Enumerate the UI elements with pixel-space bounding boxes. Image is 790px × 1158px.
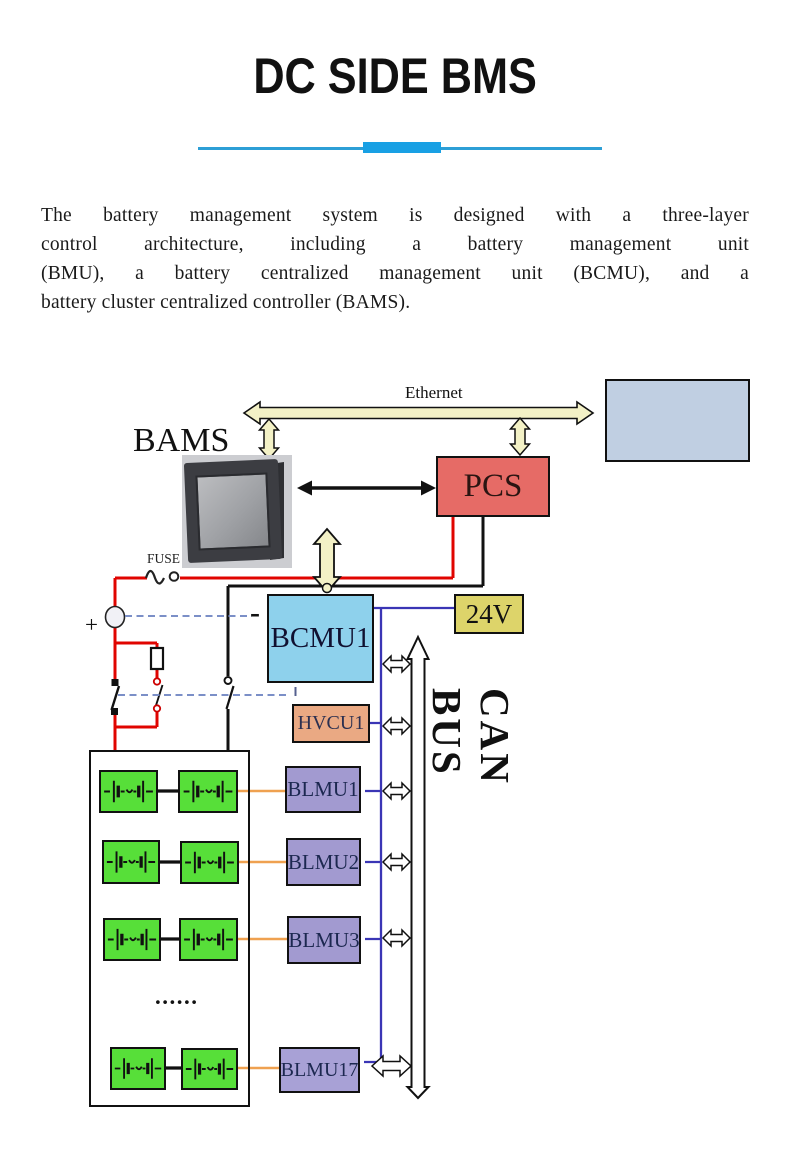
pcs-label: PCS [463,468,523,504]
battery-module [179,918,238,961]
battery-rows-ellipsis: ...... [155,984,199,1009]
resistor-symbol [149,646,165,671]
switch-left-blade [110,685,121,711]
can-link-arrow [381,928,412,948]
battery-cell-symbol [107,928,157,951]
bams-pcs-arrow-head [297,480,312,496]
ethernet-pcs-arrow [508,416,532,457]
switch-left-terminal [111,679,119,686]
hvcu-label: HVCU1 [297,712,365,734]
divider-accent [363,142,441,153]
switch-right-blade [225,685,235,710]
battery-module [178,770,238,813]
battery-module [102,840,160,884]
intro-line: control architecture, including a batter… [41,234,749,255]
bcmu-link-arrow-tip [321,582,333,594]
monitor-screen [195,472,271,551]
bams-pcs-arrow-head [421,480,436,496]
battery-cell-symbol [183,780,233,803]
ethernet-arrow [242,400,595,426]
battery-cell-symbol [106,851,156,873]
battery-cell-symbol [104,780,153,803]
bcmu-label: BCMU1 [270,622,371,654]
can-link-arrow [381,716,412,736]
switch-right-terminal [223,676,233,685]
pcs-box: PCS [436,456,550,517]
power-24v-box: 24V [454,594,524,634]
black-power-wire [226,517,485,750]
battery-cluster-container [89,750,250,1107]
bcmu-link-arrow [312,527,342,594]
minus-sign: - [250,596,260,629]
bams-label: BAMS [133,422,230,459]
battery-module [103,918,161,961]
blmu2-box: BLMU2 [286,838,361,886]
switch-mid-terminal [152,704,162,713]
blmu1-label: BLMU1 [287,777,359,801]
page-title: DC SIDE BMS [253,47,537,104]
hvcu-box: HVCU1 [292,704,370,743]
switch-mid-terminal [152,677,162,686]
power-24v-label: 24V [465,598,513,629]
can-link-arrow [381,781,412,801]
blmu3-box: BLMU3 [287,916,361,964]
can-link-arrow [370,1054,413,1078]
intro-line: The battery management system is designe… [41,205,749,226]
battery-cell-symbol [184,928,233,951]
can-link-arrow [381,654,412,674]
intro-line: battery cluster centralized controller (… [41,292,411,313]
fuse-label: FUSE [147,551,181,566]
can-bus-arrow [405,634,431,1100]
blmu17-label: BLMU17 [280,1058,359,1081]
ethernet-bams-arrow [257,417,281,461]
orange-signal-wire [238,789,287,1070]
switch-left-terminal [111,708,118,715]
blmu3-label: BLMU3 [288,927,360,952]
blmu1-box: BLMU1 [285,766,361,813]
battery-cell-symbol [185,851,234,874]
plus-sign: + [85,612,98,637]
blmu17-box: BLMU17 [279,1047,360,1093]
bcmu-box: BCMU1 [267,594,374,683]
blue-bus-line [364,606,454,1064]
fuse-symbol [144,569,166,585]
terminal-circle [104,605,126,629]
blmu2-label: BLMU2 [287,849,360,874]
intro-paragraph: The battery management system is designe… [41,201,749,317]
can-link-arrow [381,852,412,872]
remote-monitor-box [605,379,750,462]
battery-module [181,1048,238,1090]
can-bus-label: CAN BUS [424,688,518,786]
battery-cell-symbol [114,1058,162,1079]
battery-cell-symbol [185,1058,234,1080]
battery-module [180,841,239,884]
battery-module [99,770,158,813]
intro-line: (BMU), a battery centralized management … [41,263,749,284]
module-connector [158,789,181,1070]
ethernet-label: Ethernet [405,383,463,402]
fuse-symbol-terminal [168,571,180,582]
bams-monitor-image [182,455,292,568]
battery-module [110,1047,166,1090]
